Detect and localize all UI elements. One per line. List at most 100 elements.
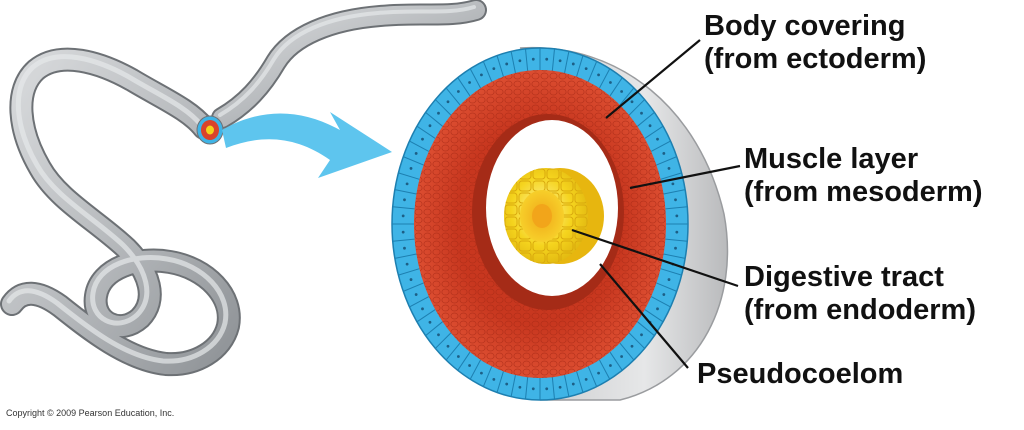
ring-cell-nucleus [674, 198, 677, 202]
ring-cell-divider [403, 282, 424, 292]
ring-cell-divider [445, 342, 461, 361]
ring-cell-nucleus [414, 293, 418, 296]
ring-cell-divider [496, 371, 504, 393]
ring-cell-nucleus [584, 67, 588, 71]
ring-cell-nucleus [437, 333, 440, 337]
label-pseudocoelom: Pseudocoelom [697, 358, 903, 391]
ring-cell-divider [576, 55, 584, 77]
ring-cell-nucleus [437, 111, 440, 115]
ring-cell-nucleus [531, 387, 535, 391]
ring-cell-nucleus [656, 307, 659, 311]
ring-cell-divider [469, 359, 482, 380]
ring-cell-nucleus [409, 278, 413, 281]
ring-cell-divider [637, 321, 655, 337]
ring-cell-divider [637, 111, 655, 127]
ring-cell-nucleus [518, 385, 522, 389]
label-muscle-layer-line2: (from mesoderm) [744, 176, 983, 208]
ring-cell-divider [416, 309, 436, 323]
ring-cell-nucleus [667, 167, 671, 170]
ring-cell-nucleus [662, 152, 666, 155]
ring-cell-divider [398, 172, 420, 180]
ring-cell-nucleus [620, 90, 624, 93]
ring-cell-divider [619, 342, 635, 361]
ring-cell-nucleus [630, 100, 634, 104]
ring-cell-nucleus [480, 371, 483, 375]
ring-cell-nucleus [421, 137, 424, 141]
ring-cell-nucleus [640, 333, 643, 337]
ring-cell-divider [663, 253, 686, 259]
ring-cell-divider [409, 140, 430, 152]
ring-cell-nucleus [584, 377, 588, 381]
cross-section-illustration [391, 46, 729, 401]
ring-cell-nucleus [401, 230, 405, 234]
ring-cell-divider [564, 374, 570, 397]
leader-pseudocoelom [599, 263, 689, 369]
label-pseudocoelom-line1: Pseudocoelom [697, 358, 904, 390]
ring-cell-divider [656, 156, 677, 166]
ring-cell-divider [416, 125, 436, 139]
ring-cell-nucleus [675, 230, 679, 234]
ring-cell-nucleus [667, 278, 671, 281]
ring-cell-divider [392, 238, 415, 242]
ring-cell-nucleus [609, 81, 612, 84]
ring-cell-nucleus [620, 355, 624, 358]
ring-cell-divider [434, 99, 452, 116]
ring-cell-nucleus [545, 57, 549, 61]
ring-cell-divider [663, 189, 686, 195]
label-body-covering-line1: Body covering [704, 10, 906, 42]
ring-cell-divider [496, 55, 504, 77]
ring-cell-divider [619, 87, 635, 106]
ring-cell-nucleus [671, 182, 675, 186]
ring-cell-divider [510, 51, 516, 74]
ring-cell-nucleus [675, 214, 679, 218]
ring-cell-divider [457, 77, 471, 97]
ring-cell-divider [644, 309, 664, 323]
ring-cell-nucleus [403, 198, 406, 202]
ring-cell-nucleus [609, 364, 612, 367]
ring-cell-nucleus [414, 152, 418, 155]
ring-cell-divider [644, 125, 664, 139]
ring-cell-nucleus [468, 81, 471, 84]
ring-cell-divider [434, 332, 452, 349]
ring-cell-divider [598, 359, 611, 380]
ring-cell-nucleus [545, 387, 549, 391]
ring-cell-nucleus [403, 246, 406, 250]
ring-cell-nucleus [480, 73, 483, 77]
ring-cell-nucleus [401, 214, 405, 218]
ring-cell-nucleus [571, 382, 575, 386]
ring-cell-divider [628, 332, 646, 349]
ring-cell-divider [524, 48, 529, 71]
ring-cell-nucleus [409, 167, 413, 170]
curved-arrow [222, 112, 392, 178]
ring-cell-divider [609, 351, 623, 371]
ring-cell-nucleus [492, 67, 496, 71]
ring-cell-nucleus [656, 137, 659, 141]
ring-cell-divider [660, 172, 682, 180]
ring-cell-nucleus [640, 111, 643, 115]
label-body-covering: Body covering (from ectoderm) [704, 10, 926, 76]
ring-cell-divider [457, 351, 471, 371]
ring-cell-divider [656, 282, 677, 292]
ring-cell-nucleus [505, 62, 509, 66]
ring-cell-nucleus [518, 59, 522, 63]
ring-cell-nucleus [446, 100, 450, 104]
ring-cell-divider [425, 321, 443, 337]
ring-cell-nucleus [558, 59, 562, 63]
copyright-notice: Copyright © 2009 Pearson Education, Inc. [6, 408, 175, 418]
ring-cell-divider [394, 253, 417, 259]
ring-cell-divider [587, 61, 598, 82]
ring-cell-nucleus [630, 344, 634, 348]
ring-cell-divider [665, 238, 688, 242]
ring-cell-nucleus [405, 182, 409, 186]
ring-cell-nucleus [597, 371, 600, 375]
ring-cell-divider [551, 377, 556, 400]
leader-digestive-tract [571, 228, 739, 288]
ring-cell-nucleus [662, 293, 666, 296]
ring-cell-divider [524, 377, 529, 400]
ring-cell-divider [650, 140, 671, 152]
ring-cell-divider [576, 371, 584, 393]
ring-cell-divider [398, 268, 420, 276]
digestive-tract-illustration [504, 168, 604, 264]
